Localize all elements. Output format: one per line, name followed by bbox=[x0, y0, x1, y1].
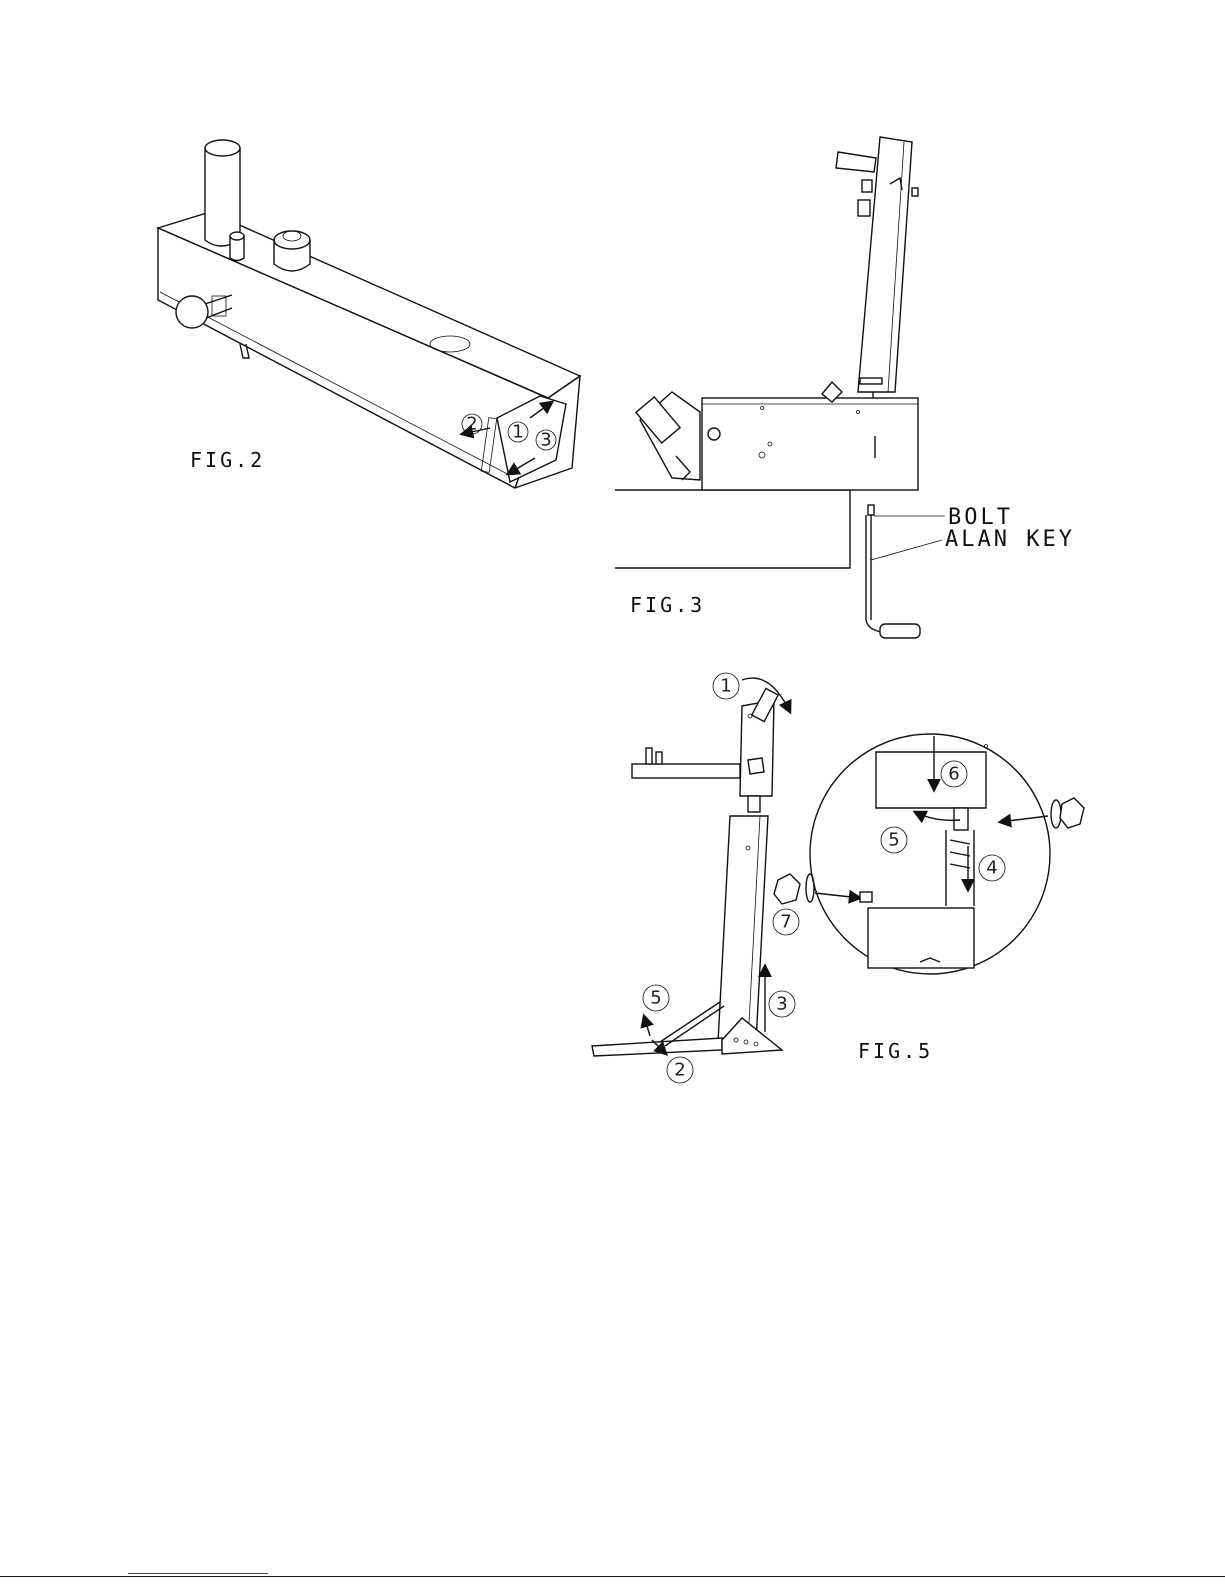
fig5-step-markers: 1 2 3 4 5 5 6 7 bbox=[643, 673, 1005, 1083]
fig3-callout-alan-key: ALAN KEY bbox=[945, 527, 1075, 552]
fig5-label: FIG.5 bbox=[858, 1039, 933, 1063]
fig5-step-6: 6 bbox=[948, 764, 959, 785]
footer-link-rule bbox=[128, 1573, 268, 1574]
fig5-step-5-detail: 5 bbox=[888, 830, 899, 851]
fig5-step-1: 1 bbox=[720, 676, 731, 697]
fig3-drawing bbox=[615, 137, 945, 638]
fig2-step-1: 1 bbox=[512, 422, 523, 443]
fig5-step-5-main: 5 bbox=[650, 988, 661, 1009]
fig5-step-4: 4 bbox=[986, 858, 997, 879]
fig5-step-3: 3 bbox=[776, 994, 787, 1015]
fig2-step-3: 3 bbox=[540, 430, 551, 451]
fig5-step-7: 7 bbox=[780, 912, 791, 933]
fig5-drawing bbox=[592, 678, 1084, 1056]
fig2-label: FIG.2 bbox=[190, 448, 265, 472]
fig3-label: FIG.3 bbox=[630, 593, 705, 617]
fig5-step-2: 2 bbox=[674, 1060, 685, 1081]
footer-rule bbox=[0, 1576, 1225, 1577]
